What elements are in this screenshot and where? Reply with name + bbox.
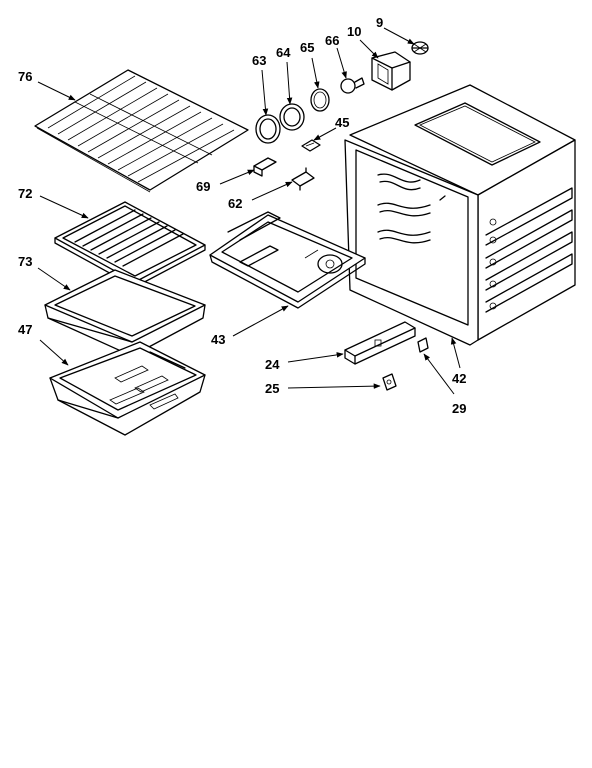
hinge-bracket-24 (344, 321, 416, 365)
label-65: 65 (300, 40, 314, 55)
light-gasket (279, 103, 305, 131)
light-housing (371, 51, 411, 91)
label-24: 24 (265, 357, 280, 372)
clip-25 (382, 373, 397, 391)
leader-lines (37, 27, 461, 395)
clip-45 (301, 139, 321, 152)
light-ring (255, 114, 281, 144)
label-63: 63 (252, 53, 266, 68)
label-72: 72 (18, 186, 32, 201)
label-64: 64 (276, 45, 291, 60)
light-bulb (340, 77, 365, 94)
label-45: 45 (335, 115, 349, 130)
light-lens (310, 88, 330, 112)
label-73: 73 (18, 254, 32, 269)
label-9: 9 (376, 15, 383, 30)
bracket-69 (253, 157, 277, 177)
oven-bottom-panel (209, 211, 366, 309)
storage-drawer (49, 341, 206, 436)
oven-rack (34, 69, 249, 193)
oven-cavity (344, 84, 576, 346)
part-labels: 9 10 66 65 64 63 76 45 69 62 72 73 47 43… (18, 15, 466, 416)
bracket-62 (291, 167, 315, 191)
label-10: 10 (347, 24, 361, 39)
label-42: 42 (452, 371, 466, 386)
label-25: 25 (265, 381, 279, 396)
broiler-grid (54, 201, 206, 288)
label-76: 76 (18, 69, 32, 84)
light-bulb-socket (411, 41, 429, 55)
label-66: 66 (325, 33, 339, 48)
label-47: 47 (18, 322, 32, 337)
label-62: 62 (228, 196, 242, 211)
label-29: 29 (452, 401, 466, 416)
label-43: 43 (211, 332, 225, 347)
label-69: 69 (196, 179, 210, 194)
clip-29 (417, 337, 429, 353)
broiler-pan (44, 269, 206, 357)
